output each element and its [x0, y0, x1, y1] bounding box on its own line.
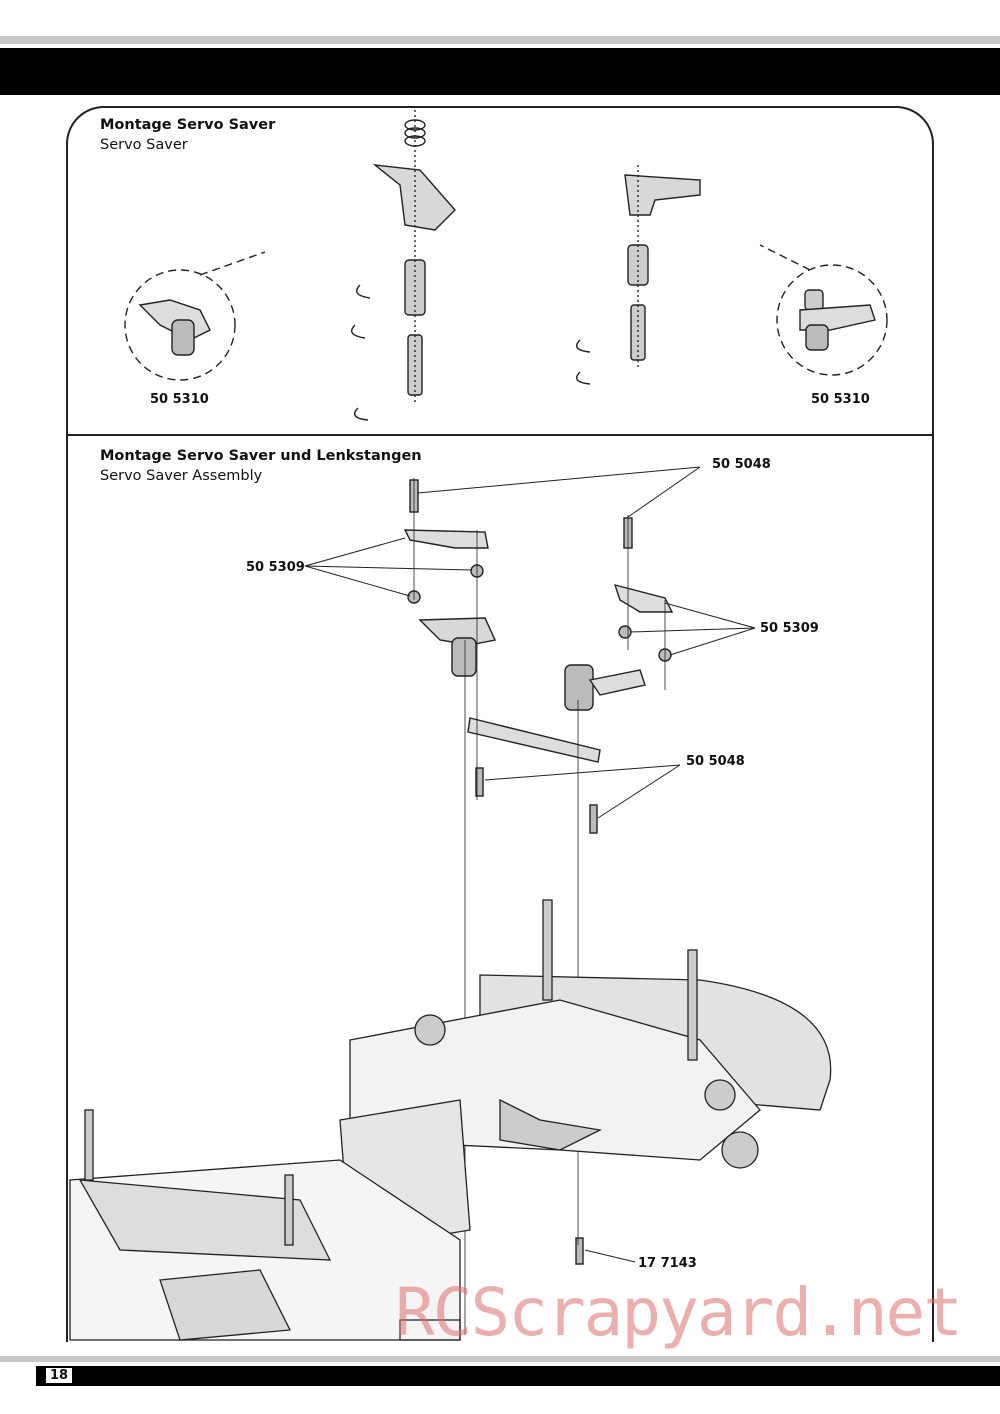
watermark: RCScrapyard.net — [395, 1274, 963, 1351]
header-bar — [0, 48, 1000, 95]
servo-saver-exploded-left — [351, 110, 456, 421]
servo-saver-detail-right — [759, 244, 888, 376]
section1-title: Montage Servo Saver — [100, 117, 276, 133]
part-number-label: 50 5310 — [811, 392, 870, 407]
page-number: 18 — [46, 1368, 73, 1383]
leader-lines — [304, 466, 756, 1263]
section2-title: Montage Servo Saver und Lenkstangen — [100, 448, 422, 464]
header-rule — [0, 36, 1000, 44]
part-number-label: 17 7143 — [638, 1256, 697, 1271]
part-number-label: 50 5048 — [686, 754, 745, 769]
part-number-label: 50 5310 — [150, 392, 209, 407]
servo-saver-exploded-right — [576, 165, 701, 385]
footer-bar — [36, 1366, 1000, 1386]
servo-saver-detail-left — [124, 251, 266, 381]
instruction-panel — [66, 106, 934, 1342]
part-number-label: 50 5309 — [246, 560, 305, 575]
section1-subtitle: Servo Saver — [100, 137, 188, 153]
part-number-label: 50 5309 — [760, 621, 819, 636]
chassis-drawing — [69, 899, 832, 1341]
footer-rule — [0, 1356, 1000, 1362]
section-divider — [66, 434, 934, 436]
part-number-label: 50 5048 — [712, 457, 771, 472]
section2-subtitle: Servo Saver Assembly — [100, 468, 263, 484]
servo-saver-assembly-parts — [403, 478, 674, 1335]
